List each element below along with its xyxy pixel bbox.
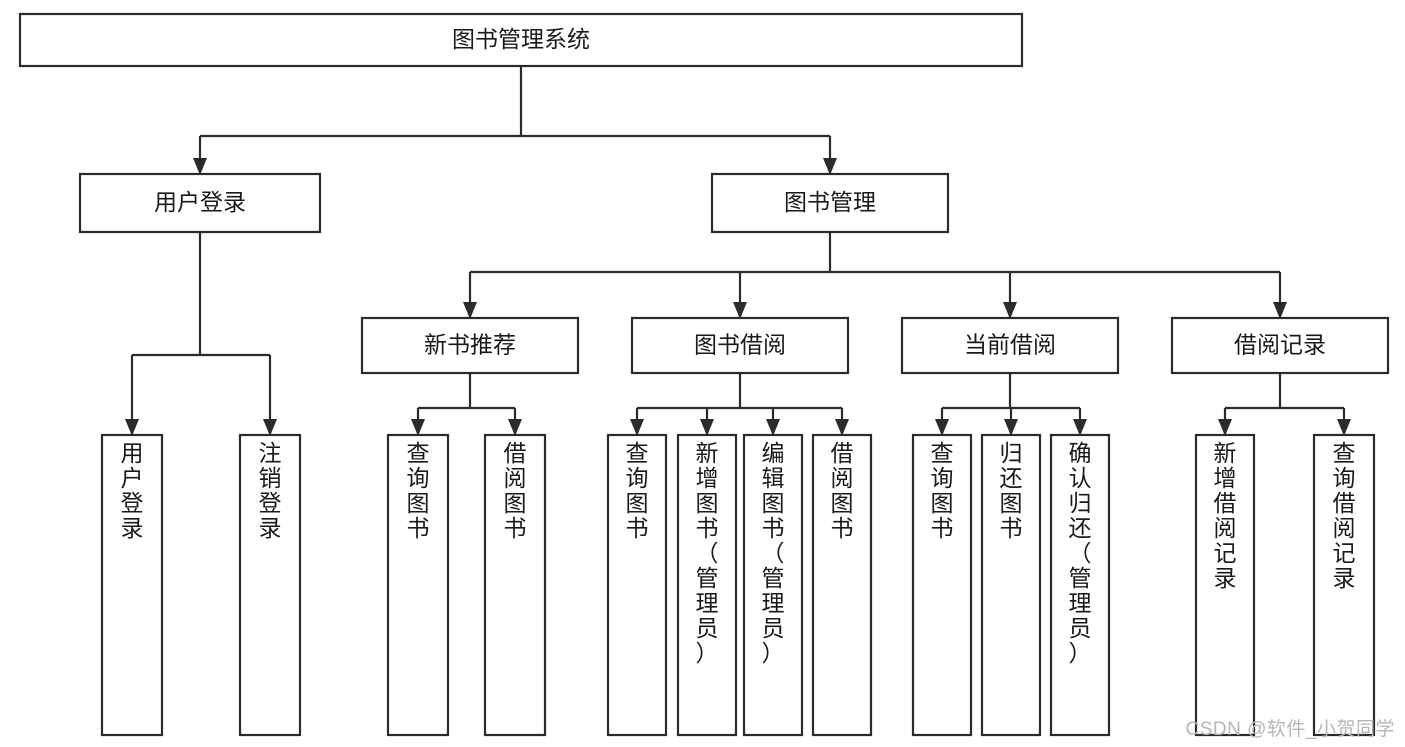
node-查询借阅记录[interactable]: 查询借阅记录查询借阅记录 <box>1312 433 1376 737</box>
node-box <box>1312 433 1376 737</box>
node-查询图书[interactable]: 查询图书查询图书 <box>911 433 973 737</box>
node-归还图书[interactable]: 归还图书归还图书 <box>980 433 1042 737</box>
edges-layer <box>125 66 1351 436</box>
arrow-head-icon <box>823 158 837 175</box>
node-label: 图书借阅 <box>694 332 786 358</box>
connector-group <box>125 232 277 436</box>
node-label: 图书管理 <box>784 189 876 215</box>
node-box <box>630 316 850 375</box>
node-图书借阅[interactable]: 图书借阅 <box>630 316 850 375</box>
node-label: 查询借阅记录 <box>1333 440 1356 591</box>
node-box <box>1170 316 1390 375</box>
connector-group <box>1218 373 1351 436</box>
arrow-head-icon <box>835 419 849 436</box>
node-图书管理系统[interactable]: 图书管理系统 <box>18 12 1024 68</box>
arrow-head-icon <box>1003 302 1017 319</box>
node-label: 归还图书 <box>1000 440 1023 541</box>
node-查询图书[interactable]: 查询图书查询图书 <box>606 433 668 737</box>
node-label: 查询图书 <box>626 440 649 541</box>
node-label: 用户登录 <box>154 189 246 215</box>
connector-group <box>193 66 837 175</box>
node-label: 确认归还（管理员） <box>1069 440 1092 666</box>
arrow-head-icon <box>411 419 425 436</box>
node-当前借阅[interactable]: 当前借阅 <box>900 316 1120 375</box>
node-label: 借阅图书 <box>831 440 854 541</box>
node-注销登录[interactable]: 注销登录注销登录 <box>238 433 302 737</box>
node-box <box>238 433 302 737</box>
node-box <box>78 172 322 234</box>
node-新增借阅记录[interactable]: 新增借阅记录新增借阅记录 <box>1194 433 1256 737</box>
arrow-head-icon <box>1004 419 1018 436</box>
node-label: 查询图书 <box>407 440 430 541</box>
arrow-head-icon <box>508 419 522 436</box>
node-box <box>911 433 973 737</box>
node-借阅记录[interactable]: 借阅记录 <box>1170 316 1390 375</box>
arrow-head-icon <box>700 419 714 436</box>
node-box <box>900 316 1120 375</box>
node-借阅图书[interactable]: 借阅图书借阅图书 <box>811 433 873 737</box>
node-确认归还管理员[interactable]: 确认归还（管理员）确认归还（管理员） <box>1049 433 1111 737</box>
node-box <box>100 433 164 737</box>
node-label: 用户登录 <box>121 440 144 541</box>
node-label: 查询图书 <box>931 440 954 541</box>
node-box <box>1049 433 1111 737</box>
connector-group <box>630 373 849 436</box>
arrow-head-icon <box>1273 302 1287 319</box>
node-box <box>676 433 738 737</box>
node-用户登录[interactable]: 用户登录用户登录 <box>100 433 164 737</box>
node-label: 图书管理系统 <box>452 26 590 52</box>
node-借阅图书[interactable]: 借阅图书借阅图书 <box>483 433 547 737</box>
node-新增图书管理员[interactable]: 新增图书（管理员）新增图书（管理员） <box>676 433 738 737</box>
node-box <box>811 433 873 737</box>
node-label: 新增借阅记录 <box>1214 440 1237 591</box>
node-box <box>483 433 547 737</box>
connector-group <box>411 373 522 436</box>
node-编辑图书管理员[interactable]: 编辑图书（管理员）编辑图书（管理员） <box>742 433 804 737</box>
node-label: 新书推荐 <box>424 332 516 358</box>
arrow-head-icon <box>766 419 780 436</box>
arrow-head-icon <box>630 419 644 436</box>
node-label: 编辑图书（管理员） <box>762 440 785 666</box>
arrow-head-icon <box>463 302 477 319</box>
node-label: 当前借阅 <box>964 332 1056 358</box>
connector-group <box>935 373 1087 436</box>
node-box <box>1194 433 1256 737</box>
node-box <box>742 433 804 737</box>
arrow-head-icon <box>733 302 747 319</box>
node-box <box>360 316 580 375</box>
node-label: 新增图书（管理员） <box>696 440 719 666</box>
arrow-head-icon <box>263 419 277 436</box>
node-新书推荐[interactable]: 新书推荐 <box>360 316 580 375</box>
arrow-head-icon <box>125 419 139 436</box>
arrow-head-icon <box>1337 419 1351 436</box>
arrow-head-icon <box>935 419 949 436</box>
node-box <box>18 12 1024 68</box>
node-label: 借阅记录 <box>1234 332 1326 358</box>
node-box <box>606 433 668 737</box>
arrow-head-icon <box>1218 419 1232 436</box>
connector-group <box>463 232 1287 319</box>
node-用户登录[interactable]: 用户登录 <box>78 172 322 234</box>
node-label: 借阅图书 <box>504 440 527 541</box>
arrow-head-icon <box>1073 419 1087 436</box>
node-box <box>710 172 950 234</box>
node-label: 注销登录 <box>259 440 282 541</box>
node-box <box>980 433 1042 737</box>
node-box <box>386 433 450 737</box>
node-查询图书[interactable]: 查询图书查询图书 <box>386 433 450 737</box>
node-图书管理[interactable]: 图书管理 <box>710 172 950 234</box>
arrow-head-icon <box>193 158 207 175</box>
